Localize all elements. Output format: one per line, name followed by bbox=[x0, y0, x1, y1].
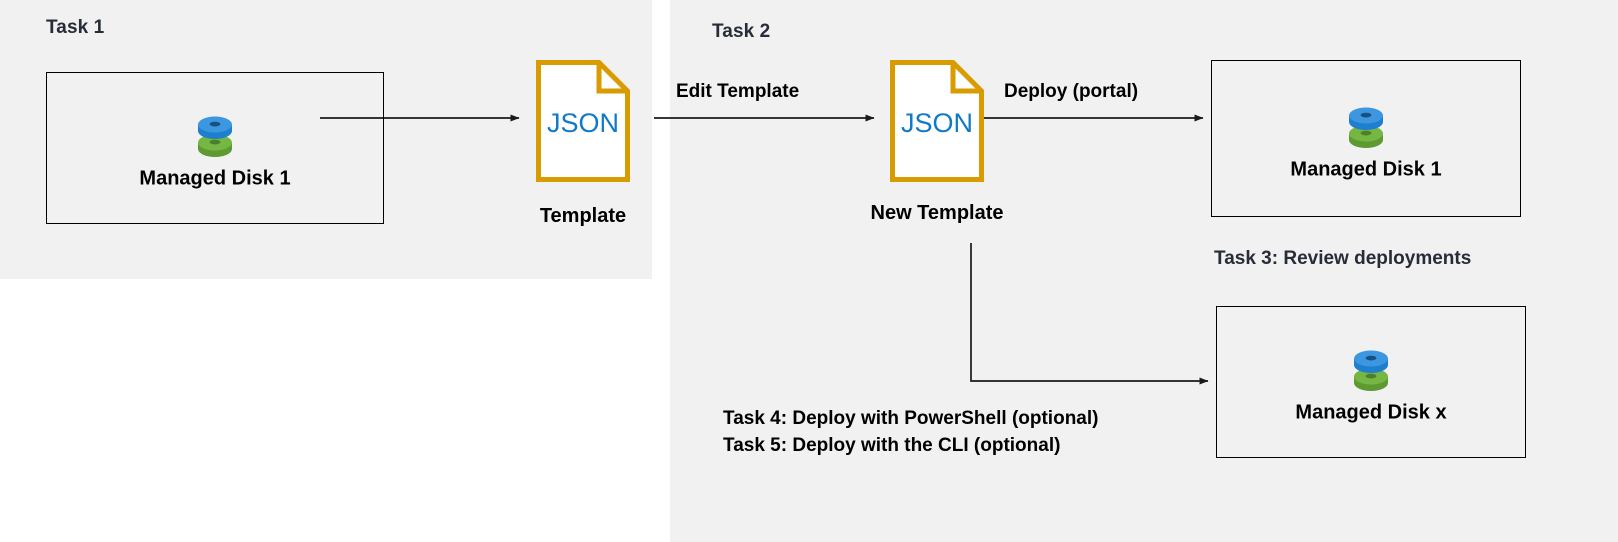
task5-note: Task 5: Deploy with the CLI (optional) bbox=[723, 435, 1061, 456]
template-caption: Template bbox=[539, 205, 627, 227]
managed-disk-icon bbox=[187, 106, 243, 162]
managed-disk-icon bbox=[1343, 340, 1399, 396]
managed-disk-icon bbox=[1338, 96, 1394, 152]
managed-disk-1-label-left: Managed Disk 1 bbox=[139, 167, 291, 190]
task2-title: Task 2 bbox=[712, 21, 771, 42]
task45-notes: Task 4: Deploy with PowerShell (optional… bbox=[723, 405, 1098, 459]
managed-disk-x-box: Managed Disk x bbox=[1216, 306, 1526, 458]
managed-disk-1-label-right: Managed Disk 1 bbox=[1290, 158, 1442, 180]
json-document-icon-new-template: JSON bbox=[890, 60, 984, 187]
managed-disk-1-box-right: Managed Disk 1 bbox=[1211, 60, 1521, 217]
task1-title: Task 1 bbox=[46, 17, 105, 38]
arrow-label-edit-template: Edit Template bbox=[676, 81, 800, 102]
arrow-label-deploy-portal: Deploy (portal) bbox=[1004, 81, 1139, 102]
json-document-icon-template: JSON bbox=[536, 60, 630, 187]
svg-text:JSON: JSON bbox=[901, 108, 973, 138]
task3-note: Task 3: Review deployments bbox=[1214, 248, 1472, 269]
task4-note: Task 4: Deploy with PowerShell (optional… bbox=[723, 408, 1099, 429]
new-template-caption: New Template bbox=[870, 202, 1004, 224]
svg-text:JSON: JSON bbox=[547, 108, 619, 138]
managed-disk-1-box-left: Managed Disk 1 bbox=[46, 72, 384, 224]
managed-disk-x-label: Managed Disk x bbox=[1295, 401, 1447, 424]
